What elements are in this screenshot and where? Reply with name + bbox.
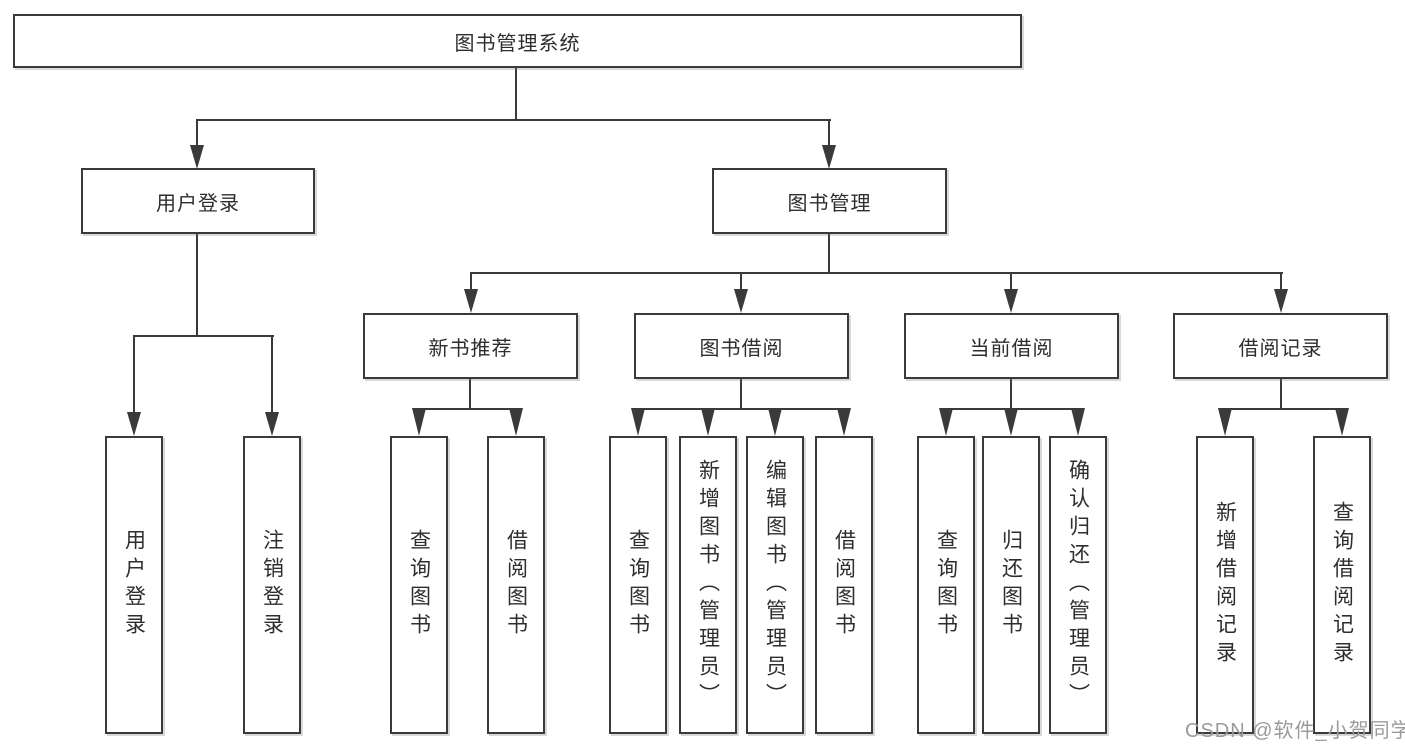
connector-records-stem [1280, 379, 1282, 410]
arrowhead-borrow-query [631, 408, 645, 436]
node-book-borrowing-label: 图书借阅 [699, 337, 784, 360]
node-book-borrowing: 图书借阅 [634, 313, 849, 379]
node-book-management: 图书管理 [712, 168, 947, 234]
leaf-confirm-return-admin: 确认归还（管理员） [1049, 436, 1107, 734]
connector-borrow-rail [637, 408, 846, 410]
leaf-borrow-books-label: 借阅图书 [832, 529, 856, 641]
leaf-confirm-return-admin-label: 确认归还（管理员） [1066, 459, 1090, 711]
leaf-add-borrow-record-label: 新增借阅记录 [1213, 501, 1237, 669]
leaf-borrow-books: 借阅图书 [815, 436, 873, 734]
leaf-add-books-admin-label: 新增图书（管理员） [696, 459, 720, 711]
leaf-edit-books-admin-label: 编辑图书（管理员） [763, 459, 787, 711]
node-current-borrowing: 当前借阅 [904, 313, 1119, 379]
node-new-book-recommendation-label: 新书推荐 [428, 337, 513, 360]
arrowhead-records-query [1335, 408, 1349, 436]
leaf-query-books-recommend-label: 查询图书 [407, 529, 431, 641]
node-user-login-label: 用户登录 [156, 192, 240, 215]
connector-recommend-rail [418, 408, 518, 410]
leaf-query-borrow-record-label: 查询借阅记录 [1330, 501, 1354, 669]
connector-user-login-drop [196, 119, 198, 147]
connector-current-stem [1010, 379, 1012, 410]
node-root-label: 图书管理系统 [454, 32, 581, 55]
leaf-logout-login: 注销登录 [243, 436, 301, 734]
connector-user-login-stem [196, 234, 198, 337]
leaf-user-login: 用户登录 [105, 436, 163, 734]
leaf-query-borrow-record: 查询借阅记录 [1313, 436, 1371, 734]
csdn-watermark: CSDN @软件_小贺同学 [1185, 720, 1405, 742]
arrowhead-borrow-edit [768, 408, 782, 436]
leaf-query-books-borrow: 查询图书 [609, 436, 667, 734]
arrowhead-borrow-add [701, 408, 715, 436]
leaf-borrow-books-recommend: 借阅图书 [487, 436, 545, 734]
connector-leaf-login-drop [133, 335, 135, 414]
leaf-logout-login-label: 注销登录 [260, 529, 284, 641]
leaf-return-books-label: 归还图书 [999, 529, 1023, 641]
connector-book-management-drop [828, 119, 830, 147]
arrowhead-borrow-borrow [837, 408, 851, 436]
arrowhead-current-confirm [1071, 408, 1085, 436]
node-user-login: 用户登录 [81, 168, 315, 234]
node-book-management-label: 图书管理 [787, 192, 872, 215]
leaf-query-books-borrow-label: 查询图书 [626, 529, 650, 641]
node-new-book-recommendation: 新书推荐 [363, 313, 578, 379]
node-borrowing-records-label: 借阅记录 [1238, 337, 1323, 360]
leaf-user-login-label: 用户登录 [122, 529, 146, 641]
leaf-query-books-recommend: 查询图书 [390, 436, 448, 734]
connector-level3-rail [470, 272, 1283, 274]
arrowhead-user-login [190, 145, 204, 169]
arrowhead-leaf-login [127, 412, 141, 436]
arrowhead-records [1274, 289, 1288, 313]
leaf-query-books-current-label: 查询图书 [934, 529, 958, 641]
connector-records-drop [1280, 272, 1282, 291]
leaf-add-borrow-record: 新增借阅记录 [1196, 436, 1254, 734]
arrowhead-current-query [939, 408, 953, 436]
connector-recommend-drop [470, 272, 472, 291]
connector-borrow-stem [740, 379, 742, 410]
connector-borrow-drop [740, 272, 742, 291]
arrowhead-records-add [1218, 408, 1232, 436]
connector-level2-rail [196, 119, 831, 121]
connector-book-management-stem [828, 234, 830, 274]
connector-root-stem [515, 68, 517, 120]
arrowhead-leaf-logout [265, 412, 279, 436]
connector-records-rail [1224, 408, 1344, 410]
arrowhead-current [1004, 289, 1018, 313]
arrowhead-recommend-borrow [509, 408, 523, 436]
arrowhead-recommend-query [412, 408, 426, 436]
connector-current-drop [1010, 272, 1012, 291]
node-borrowing-records: 借阅记录 [1173, 313, 1388, 379]
arrowhead-recommend [464, 289, 478, 313]
leaf-borrow-books-recommend-label: 借阅图书 [504, 529, 528, 641]
connector-user-login-rail [133, 335, 274, 337]
leaf-add-books-admin: 新增图书（管理员） [679, 436, 737, 734]
arrowhead-book-management [822, 145, 836, 169]
leaf-query-books-current: 查询图书 [917, 436, 975, 734]
leaf-edit-books-admin: 编辑图书（管理员） [746, 436, 804, 734]
arrowhead-borrow [734, 289, 748, 313]
connector-recommend-stem [469, 379, 471, 410]
connector-leaf-logout-drop [271, 335, 273, 414]
node-current-borrowing-label: 当前借阅 [969, 337, 1054, 360]
node-root: 图书管理系统 [13, 14, 1022, 68]
arrowhead-current-return [1004, 408, 1018, 436]
leaf-return-books: 归还图书 [982, 436, 1040, 734]
